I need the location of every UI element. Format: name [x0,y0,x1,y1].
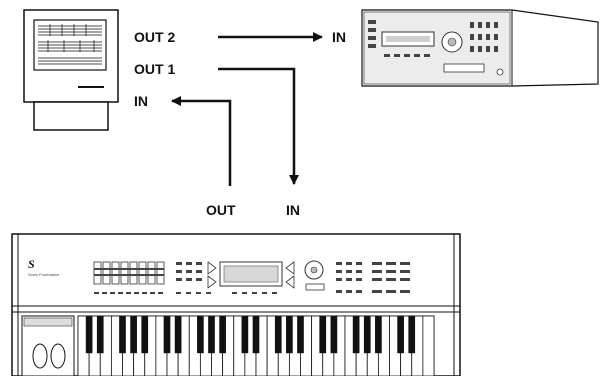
computer [24,10,118,130]
black-key [130,316,137,353]
label-computer-in: IN [134,93,148,109]
black-key [164,316,171,353]
black-key [253,316,260,353]
keyboard-synth: S Sonic Foundation [12,234,460,376]
black-key [242,316,249,353]
black-key [175,316,182,353]
black-key [119,316,126,353]
label-module-in: IN [332,29,346,45]
card-slot [444,64,484,72]
black-key [408,316,415,353]
label-computer-out2: OUT 2 [134,29,175,45]
black-key [286,316,293,353]
sound-module [362,10,598,86]
cable-keyboard-to-computer [172,101,230,186]
disk-slot [78,86,104,88]
black-key [197,316,204,353]
computer-base [34,102,108,130]
black-key [319,316,326,353]
black-key [208,316,215,353]
midi-cables [172,37,322,186]
label-keyboard-out: OUT [206,202,236,218]
label-computer-out1: OUT 1 [134,61,175,77]
black-key [297,316,304,353]
black-key [141,316,148,353]
mod-wheel-icon [51,344,65,368]
black-key [331,316,338,353]
black-key [353,316,360,353]
black-key [364,316,371,353]
label-keyboard-in: IN [286,202,300,218]
white-key [423,316,434,376]
black-key [275,316,282,353]
black-key [97,316,104,353]
black-key [219,316,226,353]
black-key [375,316,382,353]
brand-name: Sonic Foundation [28,272,59,277]
brand-logo: S [28,257,35,271]
black-key [86,316,93,353]
pitch-wheel-icon [33,344,47,368]
black-key [397,316,404,353]
